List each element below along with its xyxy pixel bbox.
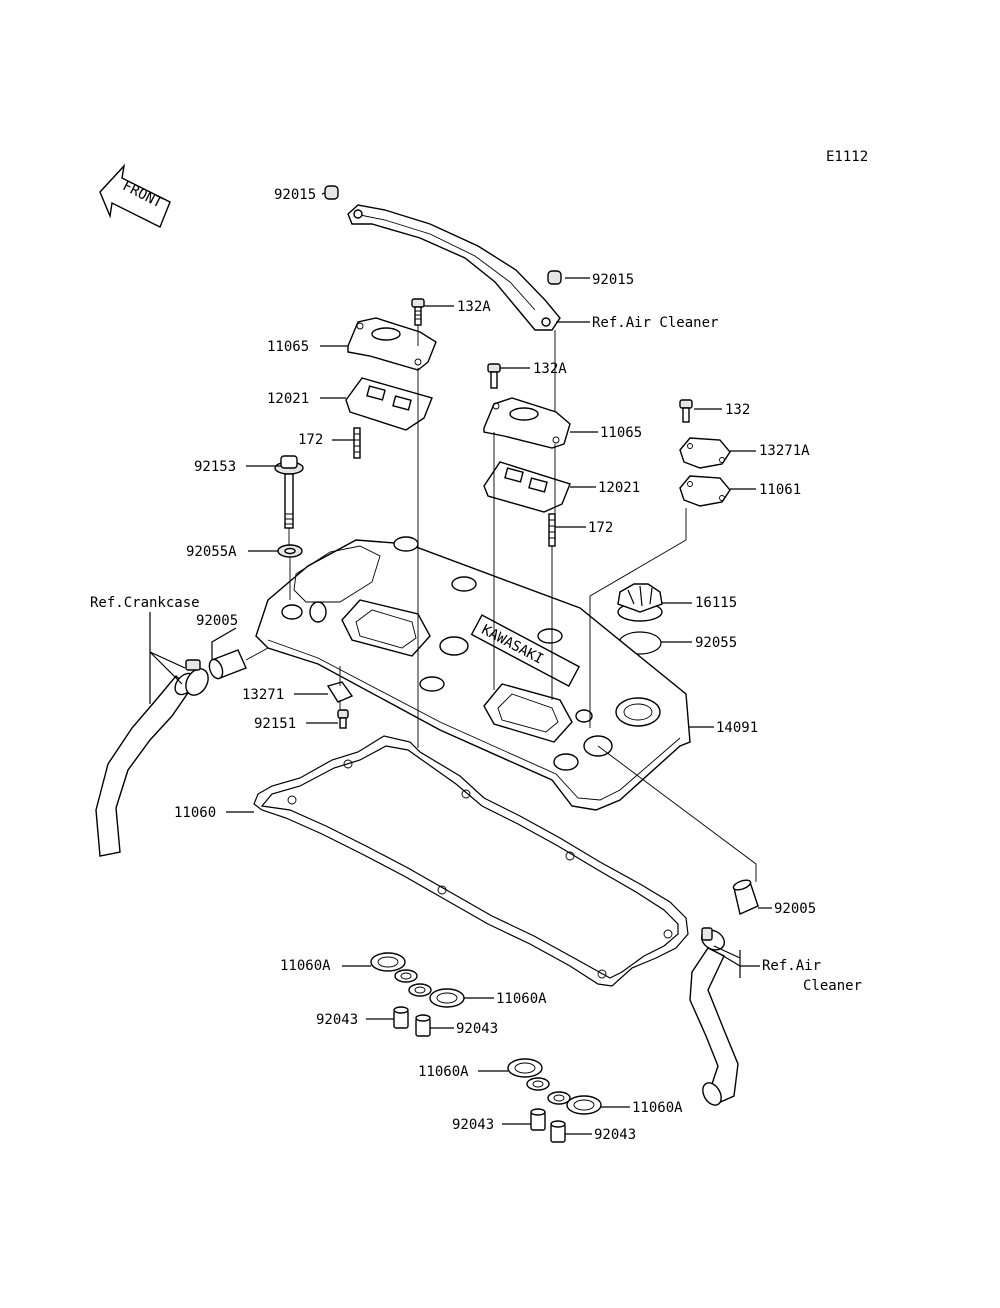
- plate-12021-right: [483, 461, 571, 513]
- label-ref-crankcase: Ref.Crankcase: [90, 595, 200, 611]
- plate-12021-left: [345, 377, 433, 431]
- pipe-92005-right: [732, 879, 759, 915]
- spacer-92043-4: [550, 1120, 566, 1143]
- label-132a-right: 132A: [533, 361, 567, 377]
- label-11060a-4: 11060A: [632, 1100, 683, 1116]
- diagram-code: E1112: [826, 149, 868, 165]
- washer-small-3: [526, 1077, 550, 1091]
- label-92015-top: 92015: [274, 187, 316, 203]
- washer-small-1: [394, 969, 418, 983]
- label-92015-mid: 92015: [592, 272, 634, 288]
- label-92043-1: 92043: [316, 1012, 358, 1028]
- label-92043-2: 92043: [456, 1021, 498, 1037]
- label-11060a-3: 11060A: [418, 1064, 469, 1080]
- label-11060a-2: 11060A: [496, 991, 547, 1007]
- leader-lines: [149, 192, 772, 1135]
- label-92055a: 92055A: [186, 544, 237, 560]
- label-172-right: 172: [588, 520, 613, 536]
- breather-cover-11065-left: [347, 317, 437, 371]
- nut-92015-top: [324, 185, 339, 200]
- label-11065-left: 11065: [267, 339, 309, 355]
- plate-13271a: [679, 437, 731, 469]
- label-13271a: 13271A: [759, 443, 810, 459]
- label-ref-air-cleaner-top: Ref.Air Cleaner: [592, 315, 718, 331]
- spacer-92043-1: [393, 1006, 409, 1029]
- label-14091: 14091: [716, 720, 758, 736]
- label-11060: 11060: [174, 805, 216, 821]
- bolt-132: [679, 399, 693, 423]
- gasket-11060: [253, 735, 689, 987]
- hose-right: [689, 947, 739, 1106]
- label-ref-air-cleaner-bottom-2: Cleaner: [803, 978, 862, 994]
- bolt-132a-left: [411, 298, 425, 326]
- label-92153: 92153: [194, 459, 236, 475]
- label-92043-4: 92043: [594, 1127, 636, 1143]
- seal-11060a-4: [566, 1095, 602, 1115]
- stud-172-right: [548, 513, 556, 547]
- clamp-left: [185, 659, 209, 696]
- label-132a-left: 132A: [457, 299, 491, 315]
- label-132: 132: [725, 402, 750, 418]
- hose-left: [95, 672, 196, 857]
- label-92043-3: 92043: [452, 1117, 494, 1133]
- bracket-part: [347, 204, 561, 331]
- cap-16115: [617, 583, 663, 622]
- label-11060a-1: 11060A: [280, 958, 331, 974]
- gasket-11061: [679, 475, 731, 507]
- seal-11060a-3: [507, 1058, 543, 1078]
- label-11061: 11061: [759, 482, 801, 498]
- nut-92015-mid: [547, 270, 562, 285]
- label-16115: 16115: [695, 595, 737, 611]
- label-92005-left: 92005: [196, 613, 238, 629]
- plate-13271: [326, 681, 354, 703]
- washer-92055a: [277, 544, 303, 558]
- spacer-92043-3: [530, 1108, 546, 1131]
- callout-labels: 92015 92015 Ref.Air Cleaner 132A 11065 1…: [90, 187, 862, 1143]
- label-92055: 92055: [695, 635, 737, 651]
- seal-11060a-1: [370, 952, 406, 972]
- washer-small-2: [408, 983, 432, 997]
- bolt-92153: [274, 455, 304, 529]
- front-arrow-icon: FRONT: [99, 163, 171, 228]
- assembly-lines: [245, 325, 757, 882]
- pipe-92005-left: [208, 649, 247, 680]
- bolt-132a-right: [487, 363, 501, 389]
- label-12021-right: 12021: [598, 480, 640, 496]
- bolt-92151: [337, 709, 349, 729]
- label-12021-left: 12021: [267, 391, 309, 407]
- stud-172-left: [353, 427, 361, 459]
- washer-small-4: [547, 1091, 571, 1105]
- breather-cover-11065-right: [483, 397, 571, 449]
- seal-11060a-2: [429, 988, 465, 1008]
- label-92151: 92151: [254, 716, 296, 732]
- label-13271: 13271: [242, 687, 284, 703]
- clamp-right: [700, 927, 726, 951]
- label-11065-right: 11065: [600, 425, 642, 441]
- cylinder-head-cover-14091: KAWASAKI: [255, 536, 691, 811]
- spacer-92043-2: [415, 1014, 431, 1037]
- label-92005-right: 92005: [774, 901, 816, 917]
- label-ref-air-cleaner-bottom-1: Ref.Air: [762, 958, 821, 974]
- label-172-left: 172: [298, 432, 323, 448]
